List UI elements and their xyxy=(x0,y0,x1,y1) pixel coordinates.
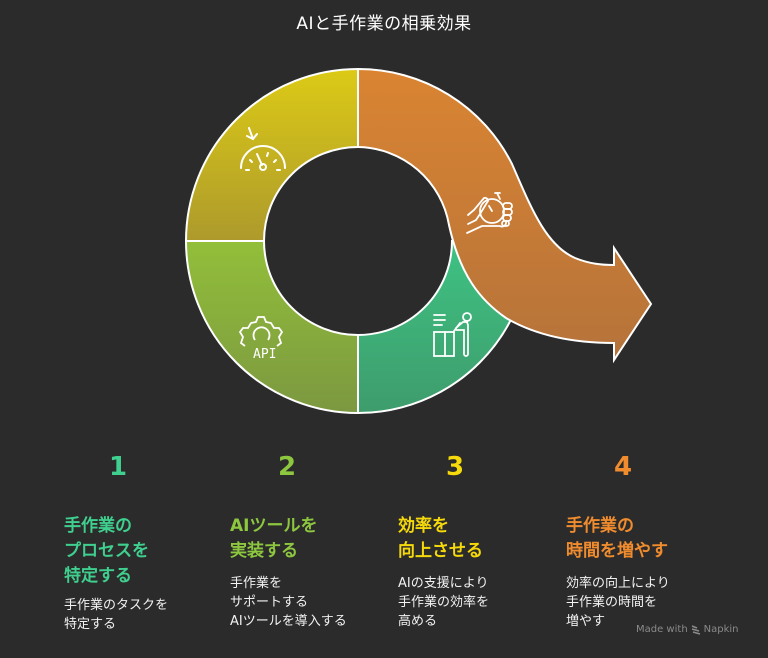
step-heading: 効率を 向上させる xyxy=(398,516,483,561)
person-at-desk-icon xyxy=(433,312,472,357)
green-segment xyxy=(184,240,359,415)
step-heading: 手作業の プロセスを 特定する xyxy=(64,516,149,586)
made-with-napkin[interactable]: Made with Napkin xyxy=(636,624,739,635)
gear-api-icon: API xyxy=(238,316,284,362)
step-2: 2 AIツールを 実装する 手作業を サポートする AIツールを導入する xyxy=(230,452,400,629)
napkin-logo-icon xyxy=(691,624,700,635)
cycle-diagram: API xyxy=(184,67,653,415)
brand-name: Napkin xyxy=(703,624,739,635)
step-number: 4 xyxy=(613,452,633,482)
step-description: AIの支援により 手作業の効率を 高める xyxy=(398,576,490,629)
step-heading: AIツールを 実装する xyxy=(230,516,318,561)
step-number: 3 xyxy=(445,452,465,482)
step-heading: 手作業の 時間を増やす xyxy=(566,516,668,561)
svg-text:API: API xyxy=(253,347,276,362)
made-with-label: Made with xyxy=(636,624,688,635)
step-1: 1 手作業の プロセスを 特定する 手作業のタスクを 特定する xyxy=(64,452,234,632)
step-description: 手作業を サポートする AIツールを導入する xyxy=(230,576,347,629)
step-description: 手作業のタスクを 特定する xyxy=(64,598,169,632)
step-description: 効率の向上により 手作業の時間を 増やす xyxy=(566,576,670,629)
speedometer-icon xyxy=(240,127,286,171)
hand-stopwatch-icon xyxy=(466,192,513,234)
step-4: 4 手作業の 時間を増やす 効率の向上により 手作業の時間を 増やす xyxy=(566,452,736,629)
page-title: AIと手作業の相乗効果 xyxy=(296,14,472,34)
yellow-segment xyxy=(184,67,359,242)
step-3: 3 効率を 向上させる AIの支援により 手作業の効率を 高める xyxy=(398,452,568,629)
step-number: 2 xyxy=(277,452,297,482)
step-number: 1 xyxy=(108,452,128,482)
